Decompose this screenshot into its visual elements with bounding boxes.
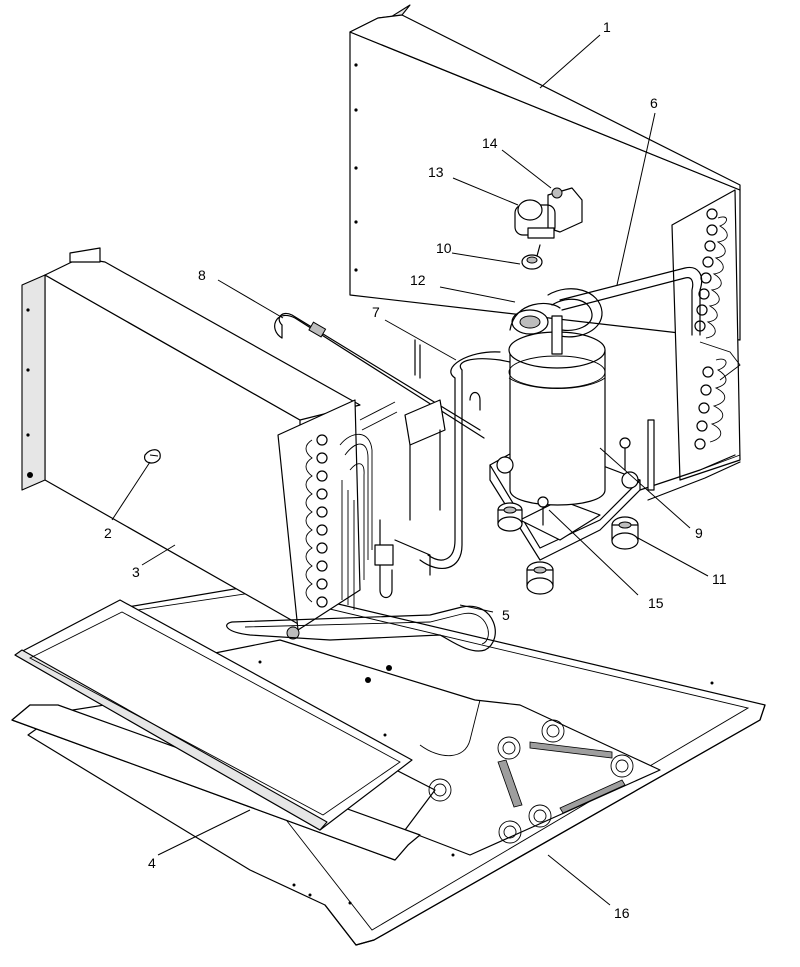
terminal: [521, 244, 543, 270]
clip: [144, 449, 161, 464]
overload-protector: [514, 187, 583, 239]
callout-2: 2: [104, 525, 112, 541]
grommets: [497, 502, 639, 595]
callout-14: 14: [482, 135, 498, 151]
drain-gasket: [226, 605, 496, 652]
callout-3: 3: [132, 564, 140, 580]
condenser-coil: [639, 189, 741, 501]
tube-7: [374, 339, 511, 599]
callout-6: 6: [650, 95, 658, 111]
callout-8: 8: [198, 267, 206, 283]
evaporator-coil: [277, 399, 398, 640]
callout-11: 11: [712, 571, 727, 587]
callout-1: 1: [603, 19, 611, 35]
callout-13: 13: [428, 164, 444, 180]
callout-16: 16: [614, 905, 630, 921]
callout-7: 7: [372, 304, 380, 320]
callout-5: 5: [502, 607, 510, 623]
rear-panel: [349, 4, 741, 341]
drain-tray: [11, 599, 421, 861]
callouts: 1 2 3 4 5 6 7 8 9 10 11 12 13 14 15 16: [104, 19, 727, 921]
callout-9: 9: [695, 525, 703, 541]
leader-lines: [111, 34, 709, 906]
tube-8: [274, 312, 485, 439]
callout-4: 4: [148, 855, 156, 871]
discharge-tube: [559, 266, 703, 336]
callout-12: 12: [410, 272, 426, 288]
callout-15: 15: [648, 595, 664, 611]
callout-10: 10: [436, 240, 452, 256]
